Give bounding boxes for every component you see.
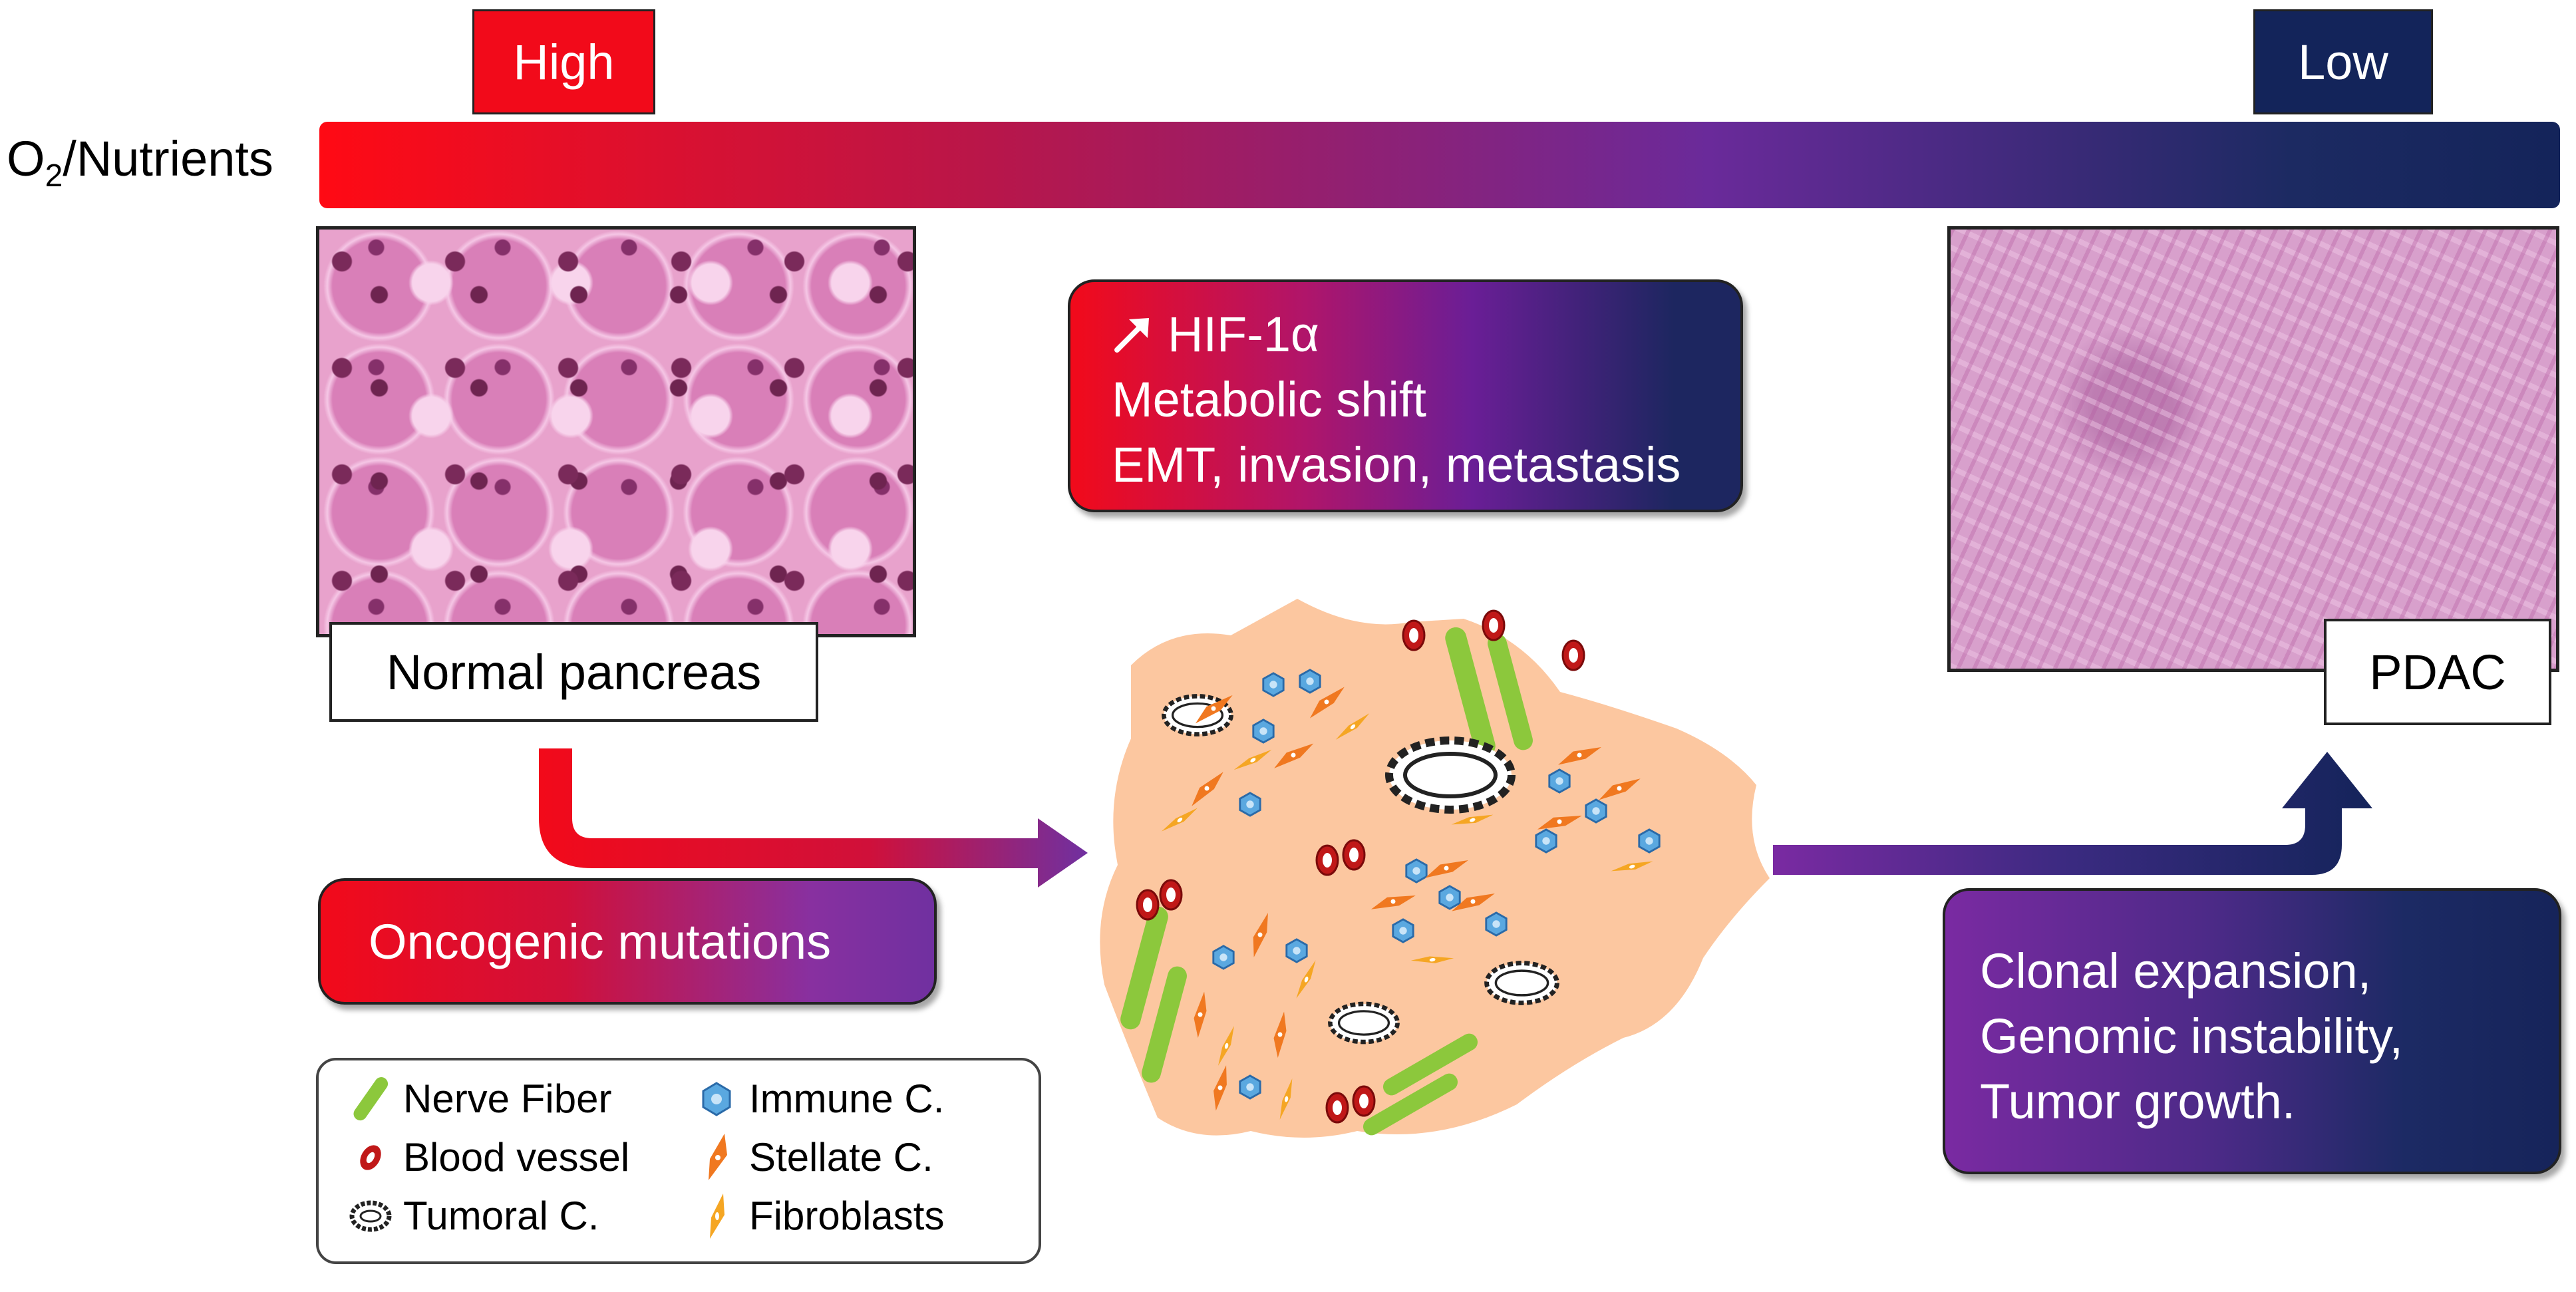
pdac-caption: PDAC [2324, 619, 2551, 725]
legend-item-tumoral-cell: Tumoral C. [345, 1191, 599, 1241]
nutrients-text: /Nutrients [63, 131, 273, 186]
legend-item-immune-cell: Immune C. [691, 1074, 944, 1124]
legend-label: Blood vessel [403, 1135, 630, 1180]
immune-cell-icon [1262, 672, 1285, 697]
oncogenic-mutations-box: Oncogenic mutations [318, 878, 937, 1005]
nerve-fiber-icon [353, 1077, 389, 1121]
legend: Nerve Fiber Blood vessel Tumoral C. Immu… [316, 1058, 1041, 1264]
o2-subscript: 2 [45, 158, 63, 194]
immune-cell-icon [1638, 828, 1661, 854]
genomic-instability-text: Genomic instability, [1980, 1009, 2404, 1064]
up-right-arrow-icon [1114, 318, 1149, 353]
immune-cell-icon [1548, 768, 1571, 794]
immune-cell-icon [1252, 719, 1275, 744]
blood-vessel-icon [1342, 839, 1366, 871]
o2-gradient-bar [319, 122, 2560, 208]
immune-cell-icon [1212, 945, 1235, 970]
metabolic-shift-text: Metabolic shift [1112, 372, 1426, 427]
blood-vessel-icon [1136, 889, 1160, 921]
immune-cell-icon [1239, 1074, 1261, 1100]
legend-label: Nerve Fiber [403, 1076, 612, 1121]
immune-cell-icon [1585, 798, 1607, 824]
blood-vessel-icon [360, 1145, 381, 1170]
clonal-expansion-text: Clonal expansion, [1980, 943, 2372, 999]
blood-vessel-icon [1325, 1092, 1349, 1124]
mutation-arrow [539, 748, 1088, 888]
stellate-cell-icon [709, 1134, 727, 1180]
immune-cell-icon [1392, 918, 1414, 943]
immune-cell-icon [1405, 858, 1428, 884]
pdac-micrograph [1947, 226, 2559, 672]
immune-cell-icon [1438, 885, 1461, 910]
legend-label: Fibroblasts [749, 1194, 945, 1238]
immune-cell-icon [1299, 669, 1321, 694]
hif-box: HIF-1α Metabolic shift EMT, invasion, me… [1068, 279, 1743, 512]
blood-vessel-icon [1561, 639, 1585, 671]
immune-cell-icon [1285, 938, 1308, 963]
tumoral-cell-icon [1389, 740, 1512, 810]
hif-line: HIF-1α [1112, 302, 1740, 367]
fibroblast-icon [710, 1194, 724, 1239]
immune-cell-icon [1485, 911, 1508, 937]
immune-cell-icon [1239, 792, 1261, 817]
clonal-expansion-box: Clonal expansion, Genomic instability, T… [1943, 888, 2561, 1174]
normal-pancreas-micrograph [316, 226, 916, 637]
legend-label: Immune C. [749, 1076, 945, 1121]
emt-text: EMT, invasion, metastasis [1112, 437, 1681, 492]
o2-nutrients-label: O2/Nutrients [7, 130, 273, 194]
blood-vessel-icon [1315, 844, 1339, 876]
o2-letter: O [7, 131, 45, 186]
low-label: Low [2253, 9, 2433, 114]
high-label: High [472, 9, 655, 114]
immune-cell-icon [1535, 828, 1557, 854]
oncogenic-mutations-text: Oncogenic mutations [369, 913, 832, 969]
tumor-growth-text: Tumor growth. [1980, 1074, 2296, 1129]
blood-vessel-icon [1159, 879, 1183, 911]
progression-arrow [1773, 752, 2372, 875]
legend-label: Stellate C. [749, 1135, 933, 1180]
tumoral-cell-icon [1330, 1004, 1397, 1042]
hif-text: HIF-1α [1168, 307, 1319, 362]
blood-vessel-icon [1352, 1085, 1376, 1117]
blood-vessel-icon [1402, 619, 1426, 651]
legend-item-fibroblasts: Fibroblasts [691, 1191, 944, 1241]
tumoral-cell-icon [1487, 963, 1557, 1003]
normal-pancreas-caption: Normal pancreas [329, 622, 818, 722]
legend-item-stellate-cell: Stellate C. [691, 1132, 933, 1182]
legend-label: Tumoral C. [403, 1194, 599, 1238]
tumoral-cell-icon [349, 1200, 392, 1232]
blood-vessel-icon [1482, 609, 1506, 641]
legend-item-nerve-fiber: Nerve Fiber [345, 1074, 611, 1124]
immune-cell-icon [702, 1082, 731, 1116]
legend-item-blood-vessel: Blood vessel [345, 1132, 629, 1182]
